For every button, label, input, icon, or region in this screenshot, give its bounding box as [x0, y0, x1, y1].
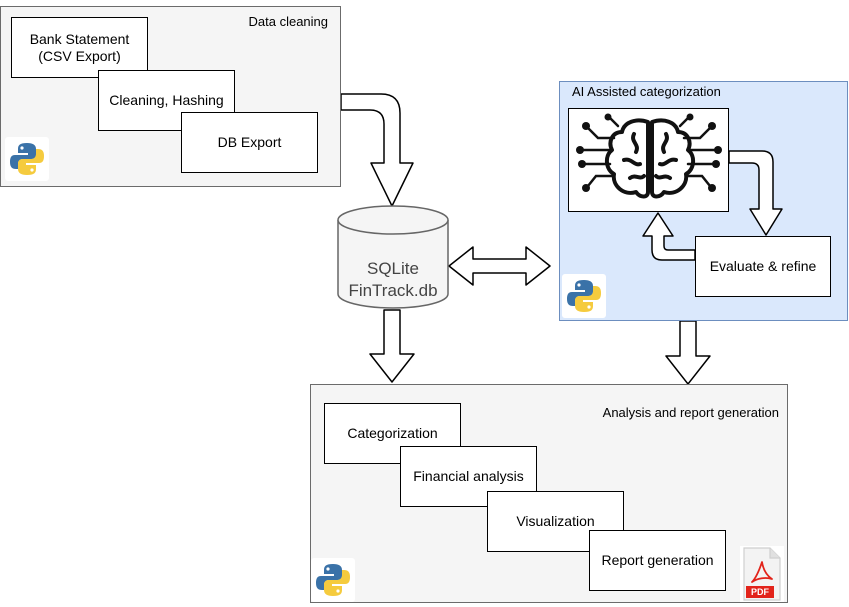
step-bank-statement: Bank Statement (CSV Export): [11, 17, 148, 78]
arrow-cleaning-to-db: [340, 93, 414, 207]
sqlite-database: [337, 205, 449, 309]
arrow-db-ai-bidirectional: [448, 246, 551, 286]
db-name-line2: FinTrack.db: [348, 281, 438, 300]
brain-panel: [568, 108, 729, 212]
db-name-line1: SQLite: [367, 259, 419, 278]
brain-circuit-icon: [575, 113, 722, 199]
ai-categorization-title: AI Assisted categorization: [572, 84, 721, 99]
python-logo-icon: [562, 274, 606, 318]
step-categorization: Categorization: [324, 403, 461, 464]
python-logo-icon: [311, 558, 355, 602]
pdf-badge-label: PDF: [751, 587, 769, 597]
arrow-db-to-analysis: [369, 309, 415, 383]
step-db-export: DB Export: [181, 112, 318, 173]
step-report-generation: Report generation: [589, 530, 726, 591]
data-cleaning-title: Data cleaning: [248, 14, 329, 29]
arrow-ai-to-analysis: [665, 320, 711, 385]
analysis-title: Analysis and report generation: [602, 405, 779, 420]
evaluate-refine-step: Evaluate & refine: [695, 236, 831, 297]
pdf-file-icon: PDF: [740, 546, 784, 602]
python-logo-icon: [5, 137, 49, 181]
